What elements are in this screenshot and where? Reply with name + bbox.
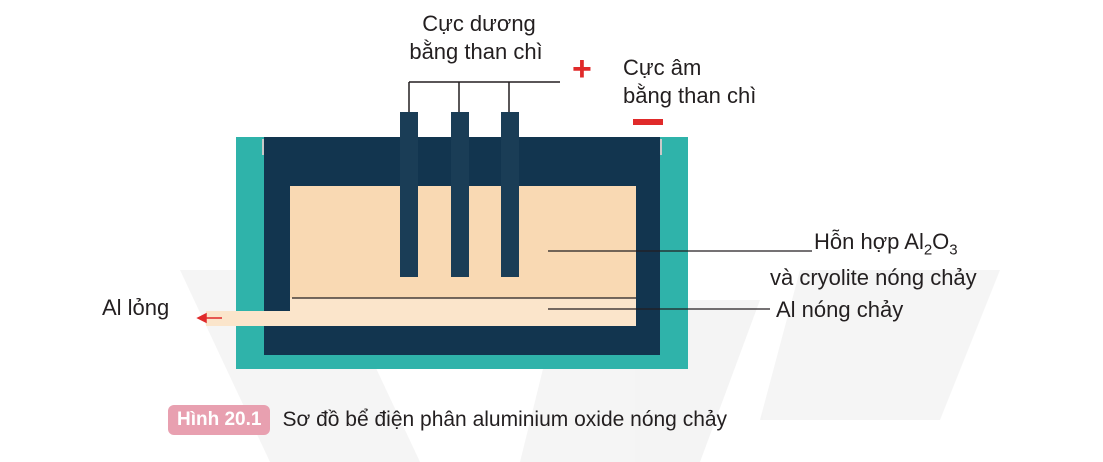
molten-al-label: Al nóng chảy — [776, 297, 904, 322]
outflow-arrow — [196, 312, 222, 324]
electrolyte-label-line1: Hỗn hợp Al2O3 — [814, 229, 958, 259]
anode-label-line1: Cực dương — [422, 11, 536, 36]
molten-aluminium-layer — [290, 298, 636, 326]
anode-wires — [408, 81, 560, 112]
anode-rod-1 — [400, 112, 418, 277]
cathode-label-line1: Cực âm — [623, 55, 702, 80]
electrolyte-label: Hỗn hợp Al2O3 và cryolite nóng chảy — [770, 228, 977, 292]
plus-sign: + — [572, 50, 592, 88]
anode-rod-2 — [451, 112, 469, 277]
cathode-label-line2: bằng than chì — [623, 83, 757, 108]
electrolyte-label-line2: và cryolite nóng chảy — [770, 265, 977, 291]
tap-channel — [206, 311, 292, 326]
leader-lines — [292, 250, 812, 310]
anode-rod-3 — [501, 112, 519, 277]
lining-left — [264, 137, 290, 311]
anode-label: Cực dương bằng than chì — [404, 10, 554, 66]
minus-sign — [633, 119, 663, 125]
cathode-label: Cực âm bằng than chì — [623, 54, 756, 110]
liquid-al-label: Al lỏng — [102, 295, 170, 320]
figure-number-badge: Hình 20.1 — [168, 405, 271, 435]
anode-label-line2: bằng than chì — [409, 39, 543, 64]
caption-text: Sơ đồ bể điện phân aluminium oxide nóng … — [282, 408, 728, 431]
figure-caption: Hình 20.1 Sơ đồ bể điện phân aluminium o… — [168, 402, 727, 438]
